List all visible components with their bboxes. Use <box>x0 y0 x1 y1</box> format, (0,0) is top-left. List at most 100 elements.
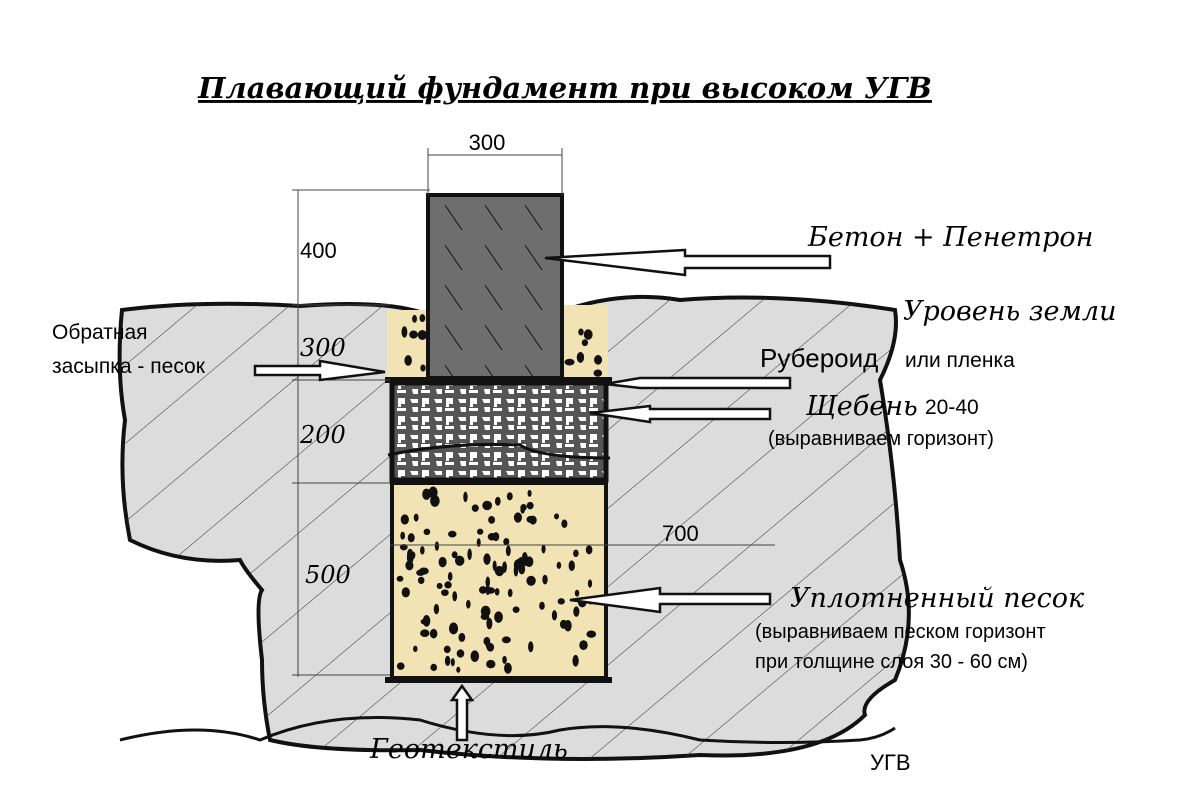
sand-grain <box>412 314 417 323</box>
label-roofing: Рубероид <box>760 343 878 373</box>
sand-grain <box>579 640 588 651</box>
sand-grain <box>507 588 513 598</box>
sand-grain <box>433 603 440 615</box>
sand-grain <box>505 545 511 557</box>
sand-grain <box>485 642 493 650</box>
sand-grain <box>487 532 497 541</box>
sand-grain <box>477 528 484 535</box>
sand-grain <box>494 565 505 577</box>
label-sand: Уплотненный песок <box>790 583 1085 614</box>
sand-grain <box>423 528 431 536</box>
sand-grain <box>486 659 496 669</box>
sand-grain <box>436 582 443 589</box>
sand-grain <box>518 563 526 575</box>
sand-grain <box>573 606 580 617</box>
sand-grain <box>587 579 593 588</box>
dim-column-above: 400 <box>300 238 337 263</box>
sand-grain <box>526 575 536 586</box>
sand-grain <box>542 574 548 585</box>
sand-grain <box>400 531 406 540</box>
sand-grain <box>451 551 458 559</box>
sand-grain <box>413 645 418 653</box>
arrow-roofing <box>604 376 792 390</box>
sand-grain <box>471 504 479 512</box>
sand-grain <box>456 666 461 673</box>
sand-grain <box>401 326 408 338</box>
sand-grain <box>583 329 593 340</box>
sand-grain <box>564 619 572 632</box>
sand-grain <box>539 601 545 610</box>
sand-grain <box>463 491 468 503</box>
sand-grain <box>441 589 449 597</box>
leader-arrows <box>253 248 832 742</box>
sand-grain <box>454 555 465 566</box>
sand-grain <box>428 486 438 499</box>
sand-grain <box>420 364 426 372</box>
sand-grain <box>466 599 471 609</box>
dim-rubble-depth: 200 <box>299 421 346 449</box>
sand-grain <box>409 330 418 339</box>
sand-grain <box>503 537 510 546</box>
label-rubble-size: 20-40 <box>925 396 979 419</box>
diagram-title: Плавающий фундамент при высоком УГВ <box>197 71 932 105</box>
sand-grain <box>586 630 597 638</box>
sand-grain <box>564 358 575 366</box>
sand-grain <box>576 351 585 363</box>
sand-grain <box>554 513 560 520</box>
sand-grain <box>452 591 458 602</box>
sand-grain <box>512 606 520 613</box>
sand-grain <box>417 576 425 585</box>
sand-grain <box>528 641 534 653</box>
sand-grain <box>467 548 472 561</box>
sand-grain <box>413 513 419 522</box>
arrow-geotextile <box>449 683 475 742</box>
label-geotextile: Геотекстиль <box>369 734 568 765</box>
sand-grain <box>574 589 580 597</box>
label-rubble-note: (выравниваем горизонт) <box>768 428 994 450</box>
dim-base-width: 700 <box>662 521 699 546</box>
sand-grain <box>573 549 579 558</box>
sand-grain <box>551 610 558 621</box>
sand-grain <box>420 629 430 637</box>
sand-grain <box>494 611 503 623</box>
label-ground-level: Уровень земли <box>903 296 1116 327</box>
sand-grain <box>438 556 447 568</box>
sand-grain <box>417 330 428 340</box>
sand-grain <box>526 501 534 510</box>
sand-grain <box>494 496 501 506</box>
label-sand-note-1: (выравниваем песком горизонт <box>755 621 1046 643</box>
sand-grain <box>400 514 409 525</box>
groundwater-line <box>119 716 896 744</box>
sand-grain <box>476 538 481 547</box>
sand-grain <box>450 658 455 667</box>
sand-grain <box>443 645 451 654</box>
sand-grain <box>480 613 490 621</box>
sand-grain <box>434 541 439 551</box>
sand-grain <box>448 622 459 635</box>
sand-grain <box>501 636 511 644</box>
sand-grain <box>581 339 589 347</box>
sand-grain <box>527 489 532 497</box>
sand-grain <box>526 515 535 523</box>
dim-sand-depth: 500 <box>305 561 351 589</box>
label-rubble: Щебень <box>805 391 918 422</box>
dimension-lines <box>292 148 775 677</box>
sand-grain <box>504 662 512 674</box>
sand-grain <box>416 569 425 576</box>
sand-grain <box>419 314 426 323</box>
sand-grain <box>594 355 603 365</box>
sand-grain <box>485 576 490 588</box>
sand-grain <box>401 587 410 598</box>
label-sand-note-2: при толщине слоя 30 - 60 см) <box>755 651 1028 673</box>
sand-grain <box>494 588 500 596</box>
label-groundwater: УГВ <box>870 750 911 775</box>
sand-grain <box>422 614 431 627</box>
sand-grain <box>578 328 584 336</box>
dim-column-width: 300 <box>469 130 506 155</box>
sand-grain <box>520 559 530 566</box>
sand-grain <box>568 560 575 572</box>
label-concrete: Бетон + Пенетрон <box>807 222 1093 253</box>
arrow-backfill <box>253 359 386 382</box>
compacted-sand-layer <box>390 481 608 680</box>
sand-grain <box>506 492 513 501</box>
